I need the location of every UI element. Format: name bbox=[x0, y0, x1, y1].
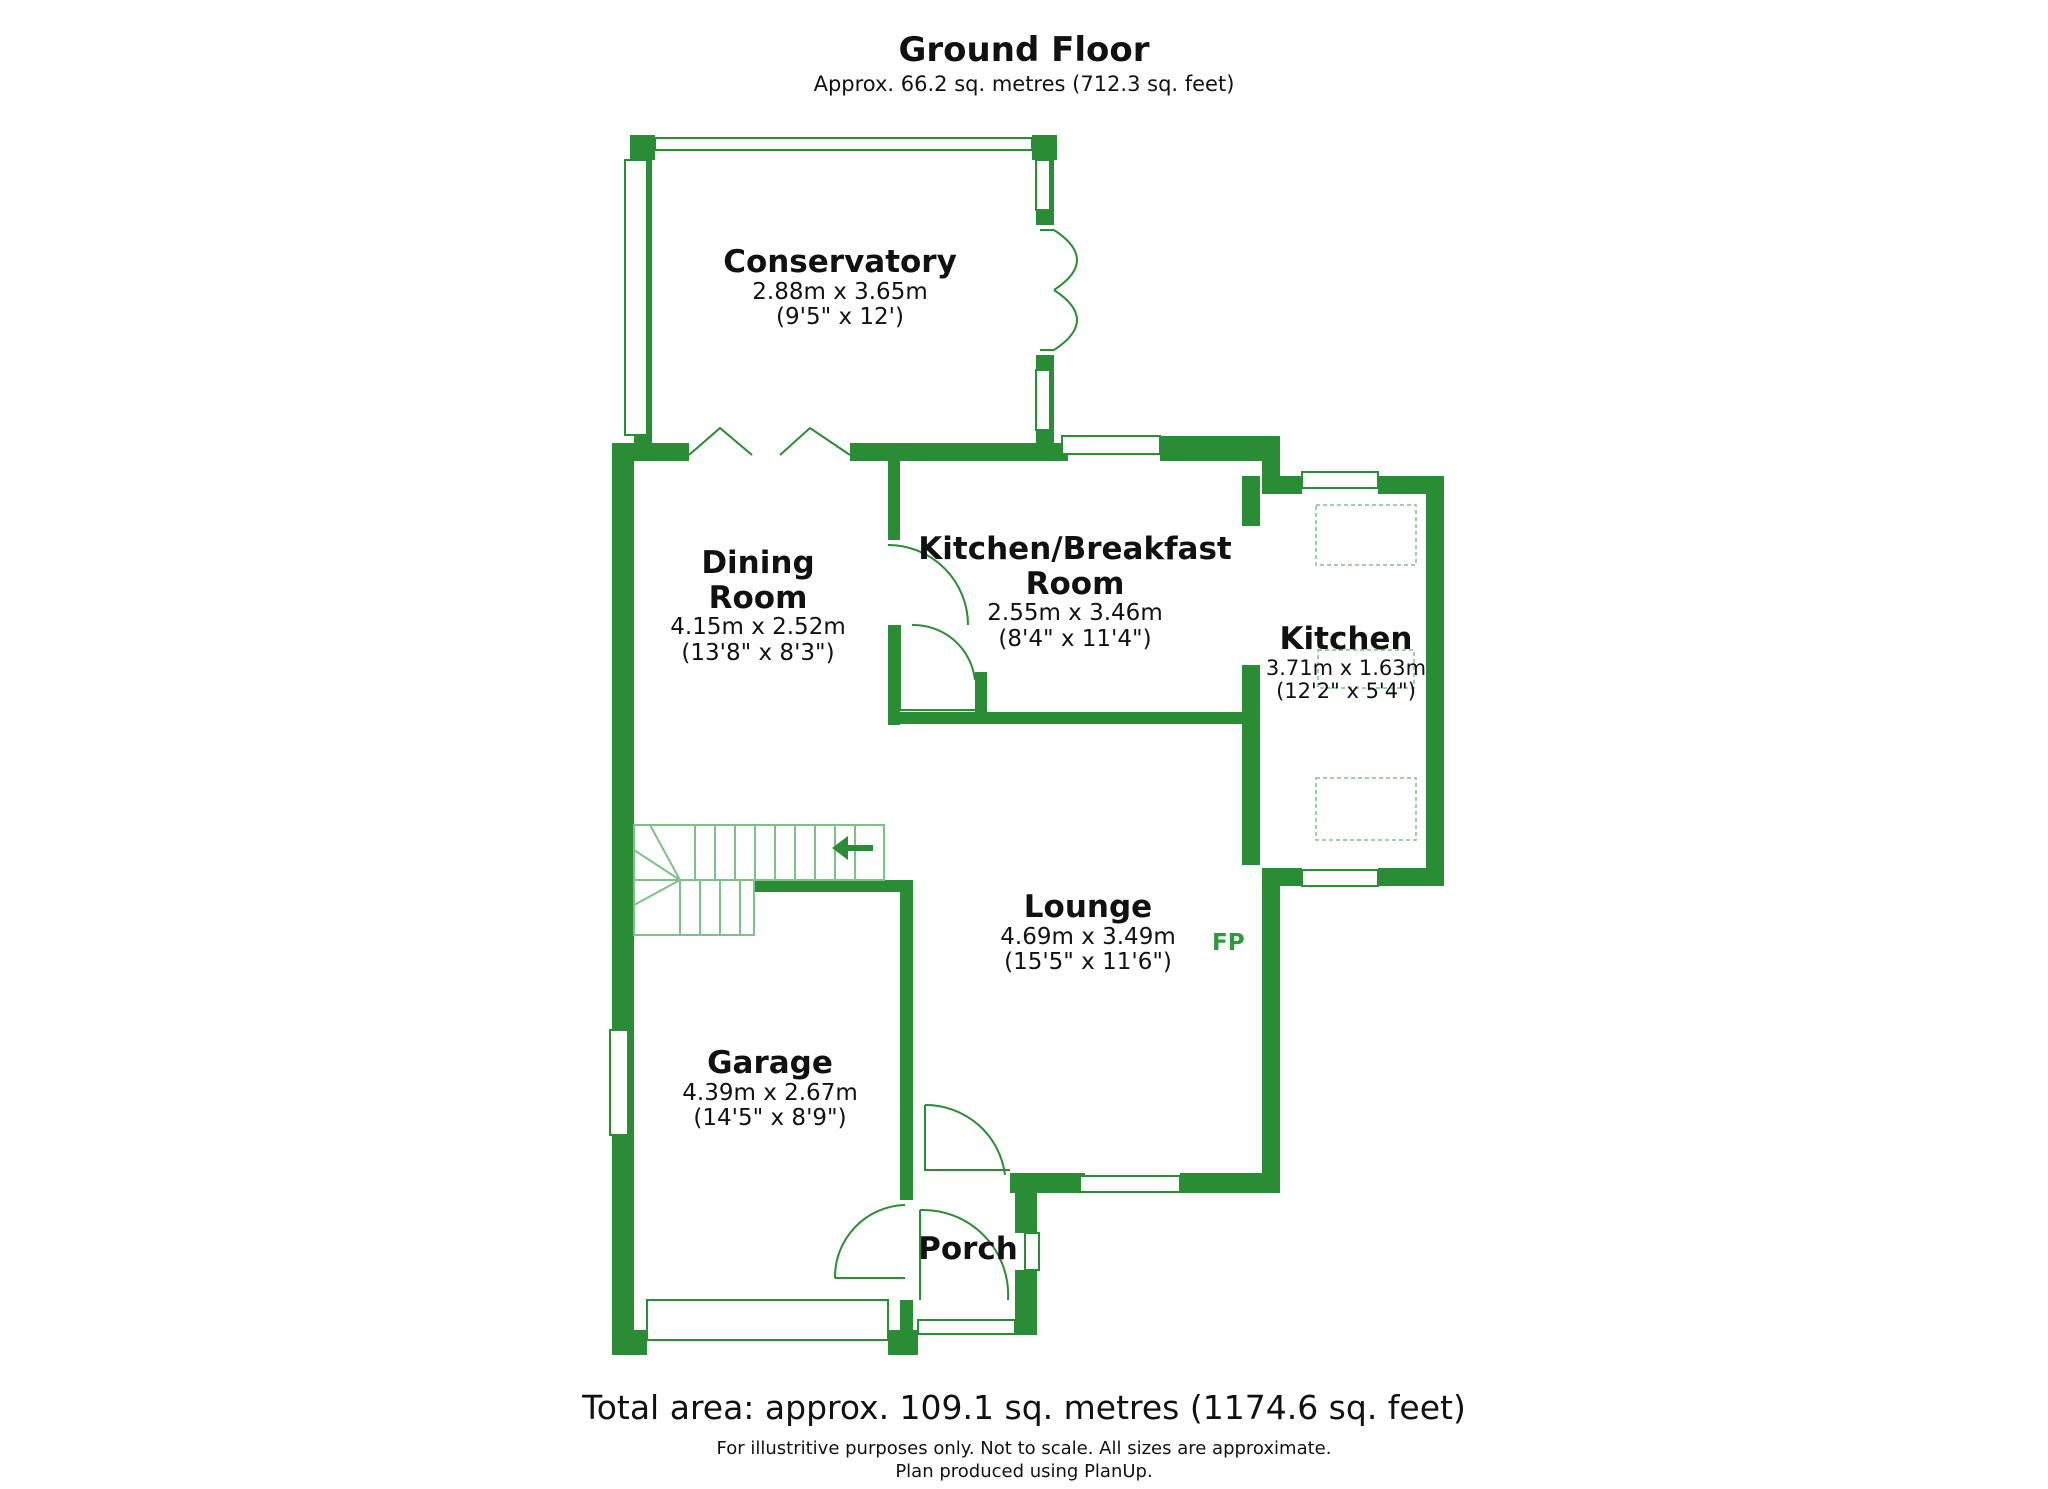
window bbox=[609, 1029, 629, 1136]
wall bbox=[1242, 476, 1260, 526]
room-metric: 3.71m x 1.63m bbox=[1265, 655, 1427, 680]
room-lounge: Lounge 4.69m x 3.49m (15'5" x 11'6") bbox=[1000, 890, 1175, 976]
window bbox=[1035, 159, 1051, 211]
window bbox=[1079, 1175, 1181, 1193]
wall bbox=[850, 443, 1068, 461]
wall bbox=[1160, 436, 1280, 461]
wall bbox=[612, 1330, 647, 1355]
wall bbox=[888, 625, 900, 725]
room-name: Garage bbox=[707, 1045, 833, 1081]
door-swing bbox=[924, 1103, 1006, 1176]
wall bbox=[888, 712, 1248, 724]
room-dining: Dining Room 4.15m x 2.52m (13'8" x 8'3") bbox=[670, 546, 845, 667]
stair-arrow bbox=[832, 836, 873, 860]
room-metric: 4.39m x 2.67m bbox=[682, 1079, 858, 1106]
wall bbox=[630, 135, 655, 160]
wall bbox=[1426, 476, 1444, 886]
doors bbox=[688, 229, 1078, 1301]
door-swing bbox=[899, 625, 975, 711]
floor-title: Ground Floor bbox=[898, 30, 1150, 70]
room-imperial: (13'8" x 8'3") bbox=[681, 640, 835, 667]
disclaimer: For illustritive purposes only. Not to s… bbox=[716, 1438, 1332, 1459]
room-metric: 4.69m x 3.49m bbox=[1000, 923, 1176, 950]
produced-by: Plan produced using PlanUp. bbox=[895, 1461, 1153, 1482]
french-door bbox=[1053, 229, 1078, 291]
room-name-line2: Room bbox=[1025, 565, 1125, 602]
room-metric: 4.15m x 2.52m bbox=[670, 614, 846, 641]
room-garage: Garage 4.39m x 2.67m (14'5" x 8'9") bbox=[682, 1046, 857, 1132]
bifold-door bbox=[688, 426, 753, 456]
windows bbox=[609, 137, 1379, 1341]
room-name: Lounge bbox=[1023, 889, 1153, 925]
wall bbox=[1378, 868, 1444, 886]
window bbox=[646, 1299, 889, 1341]
room-porch: Porch bbox=[918, 1232, 1018, 1267]
window bbox=[1301, 869, 1379, 887]
wall bbox=[1180, 1173, 1280, 1193]
room-imperial: (12'2" x 5'4") bbox=[1276, 679, 1416, 704]
wall bbox=[1242, 665, 1260, 865]
floor-area: Approx. 66.2 sq. metres (712.3 sq. feet) bbox=[813, 72, 1235, 96]
room-kitchen: Kitchen 3.71m x 1.63m (12'2" x 5'4") bbox=[1266, 622, 1426, 704]
wall bbox=[1015, 1173, 1037, 1233]
wall bbox=[900, 880, 913, 1200]
wall bbox=[975, 672, 987, 717]
wall bbox=[1262, 476, 1302, 494]
room-kitchen-breakfast: Kitchen/Breakfast Room 2.55m x 3.46m (8'… bbox=[918, 532, 1231, 653]
window bbox=[1301, 471, 1379, 489]
room-name-line1: Dining bbox=[701, 545, 815, 581]
room-name-line2: Room bbox=[708, 579, 808, 616]
door-swing bbox=[887, 544, 969, 626]
room-imperial: (15'5" x 11'6") bbox=[1004, 949, 1172, 976]
room-imperial: (9'5" x 12') bbox=[776, 304, 904, 331]
door-swing bbox=[911, 623, 976, 681]
wall bbox=[1032, 135, 1057, 160]
wall bbox=[1015, 1270, 1037, 1335]
staircase bbox=[633, 824, 885, 936]
wall bbox=[1262, 868, 1280, 1193]
room-imperial: (14'5" x 8'9") bbox=[693, 1105, 847, 1132]
window bbox=[654, 137, 1033, 151]
room-name: Conservatory bbox=[723, 244, 957, 280]
room-imperial: (8'4" x 11'4") bbox=[998, 626, 1152, 653]
wall bbox=[1262, 436, 1280, 476]
total-area: Total area: approx. 109.1 sq. metres (11… bbox=[582, 1388, 1466, 1427]
wall bbox=[612, 443, 634, 1348]
bifold-door bbox=[779, 426, 851, 456]
room-name-line1: Kitchen/Breakfast bbox=[918, 531, 1232, 567]
room-metric: 2.55m x 3.46m bbox=[987, 600, 1163, 627]
room-metric: 2.88m x 3.65m bbox=[752, 278, 928, 305]
wall bbox=[900, 1300, 913, 1345]
fireplace-label: FP bbox=[1212, 930, 1245, 956]
room-name: Kitchen bbox=[1279, 621, 1413, 657]
window bbox=[917, 1319, 1016, 1335]
room-name: Porch bbox=[918, 1231, 1018, 1267]
window bbox=[624, 159, 648, 436]
kitchen-fixtures bbox=[1315, 504, 1417, 841]
door-swing bbox=[924, 1105, 1010, 1171]
door-swing bbox=[919, 1208, 1010, 1301]
door-swing bbox=[833, 1204, 906, 1279]
french-door bbox=[1053, 289, 1078, 351]
window bbox=[1061, 435, 1161, 455]
wall bbox=[755, 880, 913, 892]
window bbox=[1024, 1232, 1040, 1271]
room-conservatory: Conservatory 2.88m x 3.65m (9'5" x 12') bbox=[723, 245, 957, 331]
window bbox=[1035, 369, 1051, 431]
wall bbox=[888, 455, 900, 540]
